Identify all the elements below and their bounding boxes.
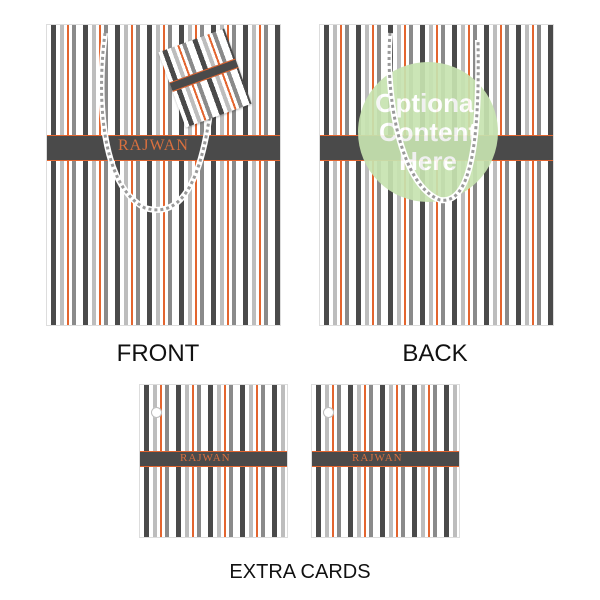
card-band bbox=[312, 451, 459, 467]
rope-handle-icon bbox=[98, 32, 218, 213]
card-band bbox=[140, 451, 287, 467]
extra-card: RAJWAN bbox=[140, 385, 287, 537]
front-label: FRONT bbox=[116, 340, 200, 367]
front-bag-monogram: RAJWAN bbox=[118, 137, 189, 154]
card-monogram: RAJWAN bbox=[180, 452, 231, 464]
card-hole bbox=[323, 407, 334, 418]
card-hole bbox=[151, 407, 162, 418]
front-bag-band bbox=[47, 135, 280, 161]
extra-card: RAJWAN bbox=[312, 385, 459, 537]
hang-tag-band bbox=[169, 58, 239, 92]
extra-cards-label: EXTRA CARDS bbox=[229, 561, 371, 583]
rope-handle-icon bbox=[386, 32, 482, 204]
card-monogram: RAJWAN bbox=[352, 452, 403, 464]
back-label: BACK bbox=[402, 340, 468, 367]
